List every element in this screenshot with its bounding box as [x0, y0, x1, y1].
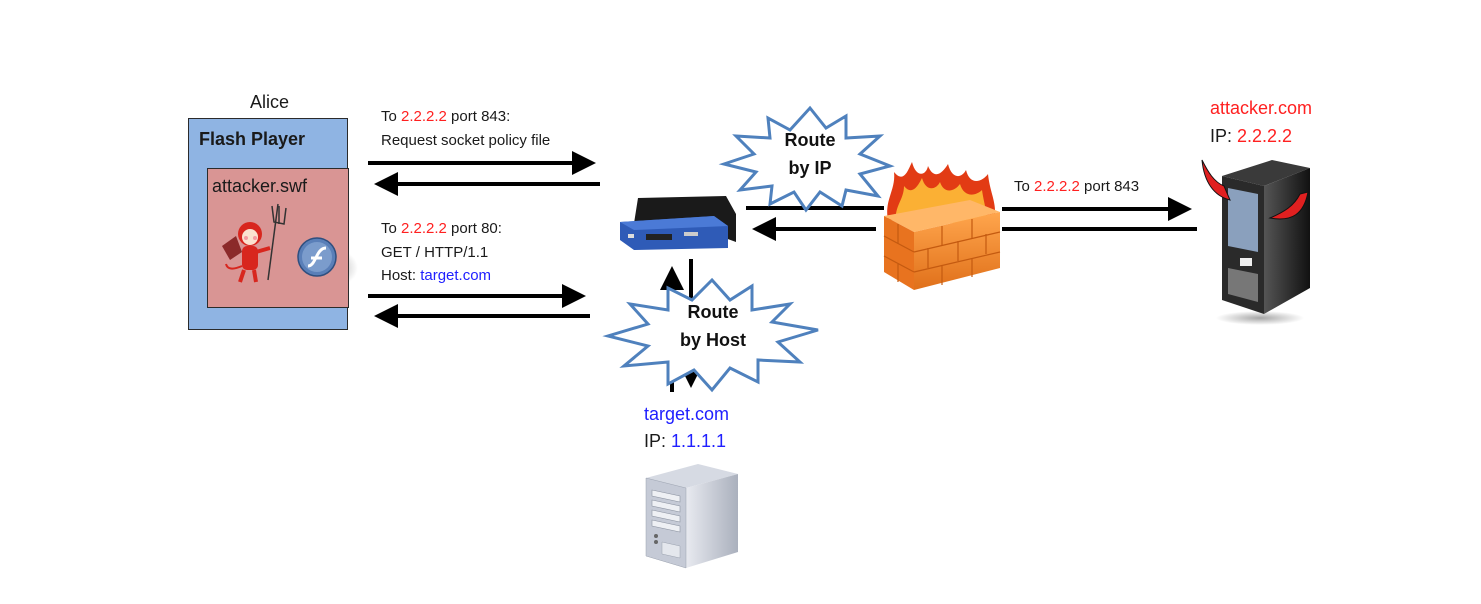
firewall-forward-ip: 2.2.2.2: [1034, 178, 1080, 195]
route-by-host-line2: by Host: [679, 330, 746, 350]
firewall-icon: [883, 162, 1001, 290]
target-ip-value: 1.1.1.1: [671, 431, 727, 451]
alice-label: Alice: [250, 92, 290, 112]
route-by-host-label: Route by Host: [665, 298, 761, 354]
policy-request-description: Request socket policy file: [381, 132, 551, 149]
router-icon: [620, 196, 736, 250]
http-host-header: Host: target.com: [381, 265, 491, 287]
evil-server-icon: [1201, 159, 1310, 325]
route-by-host-burst: [602, 277, 819, 393]
http-host-value: target.com: [420, 267, 492, 284]
flash-player-label: Flash Player: [199, 129, 306, 149]
target-ip-label: IP: 1.1.1.1: [644, 429, 726, 453]
http-host-prefix: Host:: [381, 267, 421, 284]
http-request-port: port 80:: [446, 220, 502, 237]
attacker-swf-box: [207, 168, 349, 308]
firewall-forward-prefix: To: [1014, 178, 1035, 195]
route-by-ip-label: Route by IP: [768, 126, 852, 182]
devil-mascot-icon: [222, 203, 287, 283]
attacker-ip-label: IP: 2.2.2.2: [1210, 124, 1292, 148]
server-icon: [645, 464, 738, 569]
policy-request-ip: 2.2.2.2: [401, 108, 447, 125]
route-by-host-line1: Route: [687, 302, 739, 322]
policy-request-label: To 2.2.2.2 port 843:: [381, 106, 510, 128]
target-hostname: target.com: [644, 404, 730, 424]
route-by-ip-line1: Route: [784, 130, 836, 150]
http-request-ip: 2.2.2.2: [401, 220, 447, 237]
firewall-forward-port: port 843: [1079, 178, 1140, 195]
attacker-hostname: attacker.com: [1210, 98, 1313, 118]
target-ip-prefix: IP:: [644, 431, 672, 451]
http-request-prefix: To: [381, 220, 402, 237]
route-by-ip-line2: by IP: [788, 158, 832, 178]
route-by-ip-burst: [718, 105, 895, 213]
attacker-swf-label: attacker.swf: [212, 176, 308, 196]
policy-request-port: port 843:: [446, 108, 511, 125]
firewall-forward-label: To 2.2.2.2 port 843: [1014, 176, 1139, 198]
http-request-label: To 2.2.2.2 port 80:: [381, 218, 502, 240]
http-request-line: GET / HTTP/1.1: [381, 244, 489, 261]
policy-request-prefix: To: [381, 108, 402, 125]
attacker-ip-prefix: IP:: [1210, 126, 1238, 146]
attacker-ip-value: 2.2.2.2: [1237, 126, 1293, 146]
flash-logo-icon: [297, 237, 337, 277]
